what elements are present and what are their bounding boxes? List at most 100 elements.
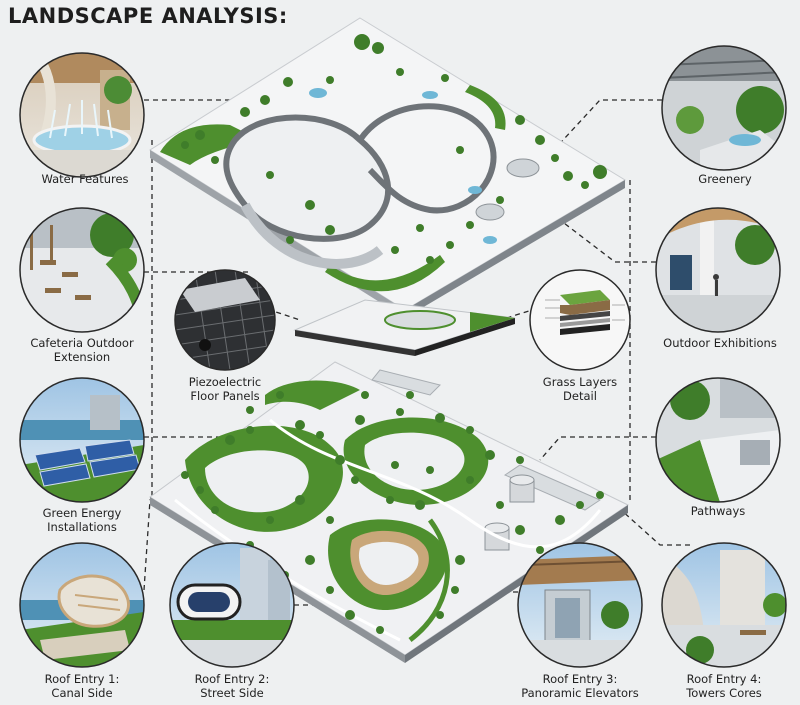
tree [211,506,219,514]
label-roof-entry-2: Roof Entry 2: Street Side [194,672,270,700]
lower-roof-plan [149,361,629,663]
tree [295,420,305,430]
label-outdoor-exhibitions: Outdoor Exhibitions [663,336,777,350]
label-green-energy: Green Energy Installations [42,506,122,534]
tree [436,611,444,619]
tree [535,135,545,145]
tree [246,406,254,414]
tree [446,241,454,249]
tree [515,115,525,125]
tree [466,221,474,229]
tree [195,130,205,140]
tree [593,165,607,179]
tree [355,415,365,425]
tree [351,476,359,484]
greenery-vignette [661,45,787,171]
tree [576,501,584,509]
tree [455,555,465,565]
tree [181,141,189,149]
tree [466,476,474,484]
tree [485,450,495,460]
tree [415,500,425,510]
tree [516,456,524,464]
green-energy-vignette [19,377,145,503]
roof-entry-2-vignette [169,542,295,668]
tree [276,391,284,399]
tree [396,408,404,416]
tree [372,42,384,54]
roof-entry-1-vignette [19,542,145,668]
outdoor-exhibitions-vignette [655,207,781,333]
tree [451,586,459,594]
grass-layers-vignette [529,269,631,371]
label-roof-entry-4: Roof Entry 4: Towers Cores [686,672,762,700]
tree [435,413,445,423]
tree [305,200,315,210]
tree [581,181,589,189]
tree [240,107,250,117]
page-title: LANDSCAPE ANALYSIS: [8,4,288,28]
tree [316,431,324,439]
tree [515,525,525,535]
label-piezoelectric: Piezoelectric Floor Panels [188,375,262,403]
tree [181,471,189,479]
label-roof-entry-3: Roof Entry 3: Panoramic Elevators [521,672,639,700]
leader-outdoor-exhibitions [559,219,656,263]
tree [596,491,604,499]
tree [391,246,399,254]
tree [441,74,449,82]
water-features-vignette [19,52,145,178]
tree [391,461,399,469]
tree [225,435,235,445]
tree [325,225,335,235]
tree [563,171,573,181]
tree [555,515,565,525]
piezoelectric-panels-vignette [174,269,276,371]
tree [345,610,355,620]
tree [551,154,559,162]
label-pathways: Pathways [690,504,746,518]
tree [376,626,384,634]
label-greenery: Greenery [698,172,752,186]
tree [211,156,219,164]
tree [326,516,334,524]
tree [335,455,345,465]
tree [426,256,434,264]
tree [426,466,434,474]
tree [361,391,369,399]
roof-entry-3-vignette [517,542,643,668]
pathways-vignette [655,377,781,503]
tree [354,34,370,50]
tree [260,95,270,105]
tree [396,68,404,76]
roof-entry-4-vignette [661,542,787,668]
tree [266,171,274,179]
tree [266,516,274,524]
cafeteria-vignette [19,207,145,333]
leader-roof4 [609,499,690,546]
lower-roof-trees [181,391,604,634]
tree [305,555,315,565]
tree [386,496,394,504]
label-water-features: Water Features [41,172,129,186]
tree [286,236,294,244]
label-grass-layers: Grass Layers Detail [542,375,618,403]
label-cafeteria: Cafeteria Outdoor Extension [30,336,134,364]
tree [295,495,305,505]
tree [416,224,424,232]
tree [326,586,334,594]
tree [406,391,414,399]
tree [496,501,504,509]
upper-roof-trees [181,34,607,264]
label-roof-entry-1: Roof Entry 1: Canal Side [44,672,120,700]
tree [536,546,544,554]
floor-slab-section [293,299,516,356]
upper-roof-plan [149,17,626,318]
leader-pathways [539,436,656,461]
tree [326,76,334,84]
tree [246,426,254,434]
tree [283,77,293,87]
tree [196,486,204,494]
